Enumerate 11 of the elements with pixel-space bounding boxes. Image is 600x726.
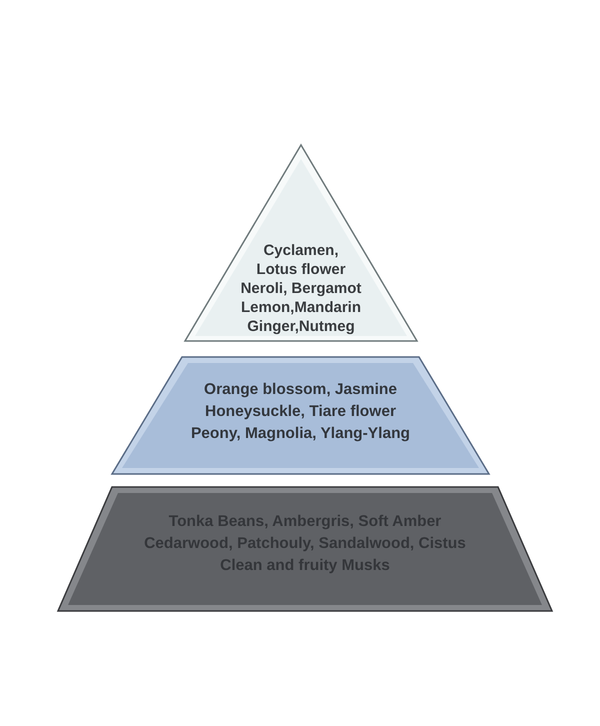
pyramid-tier [112, 357, 489, 474]
tier-text: Lotus flower [256, 260, 346, 279]
tier-text: Neroli, Bergamot [240, 279, 362, 298]
pyramid-top-tier [185, 145, 417, 341]
tier-text: Ginger,Nutmeg [247, 317, 355, 336]
tier-text: Lemon,Mandarin [240, 298, 361, 317]
tier-text: Cyclamen, [263, 241, 339, 260]
tier-text: Orange blossom, Jasmine [204, 380, 397, 400]
tier-text: Honeysuckle, Tiare flower [205, 402, 396, 422]
tier-text: Peony, Magnolia, Ylang-Ylang [190, 424, 410, 444]
pyramid-tier [58, 487, 552, 611]
